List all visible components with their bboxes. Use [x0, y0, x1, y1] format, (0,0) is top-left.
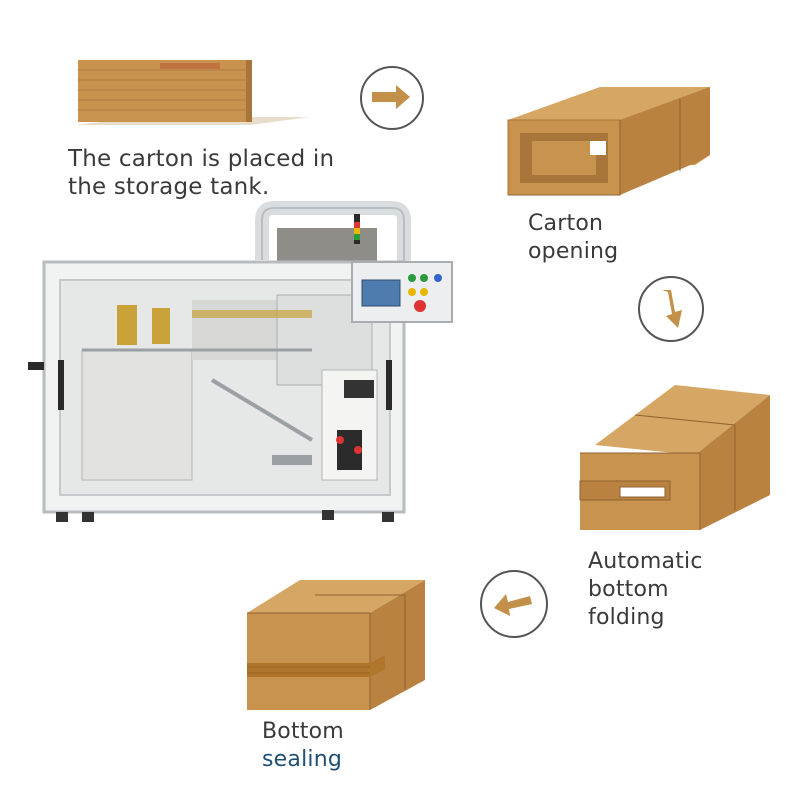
sealed-carton: [245, 575, 430, 715]
step-2-line-1: Carton: [528, 211, 604, 236]
step-1-caption: The carton is placed in the storage tank…: [68, 145, 334, 201]
arrow-left-icon: [480, 570, 548, 638]
step-1-line-2: the storage tank.: [68, 174, 270, 200]
arrow-right-icon: [360, 66, 424, 130]
step-4-caption: Bottom sealing: [262, 718, 344, 774]
step-4-line-2: sealing: [262, 747, 343, 772]
open-carton-tube: [500, 85, 720, 205]
step-3-line-1: Automatic: [588, 549, 703, 574]
step-2-caption: Carton opening: [528, 210, 618, 266]
step-3-line-2: bottom: [588, 577, 669, 602]
folded-bottom-carton: [575, 385, 785, 535]
step-1-line-1: The carton is placed in: [68, 146, 335, 172]
flat-carton-stack: [70, 55, 320, 135]
step-3-caption: Automatic bottom folding: [588, 548, 703, 632]
step-3-line-3: folding: [588, 605, 665, 630]
step-2-line-2: opening: [528, 239, 619, 264]
carton-erector-machine: [22, 200, 462, 530]
step-4-line-1: Bottom: [262, 719, 344, 744]
arrow-down-icon: [638, 276, 704, 342]
